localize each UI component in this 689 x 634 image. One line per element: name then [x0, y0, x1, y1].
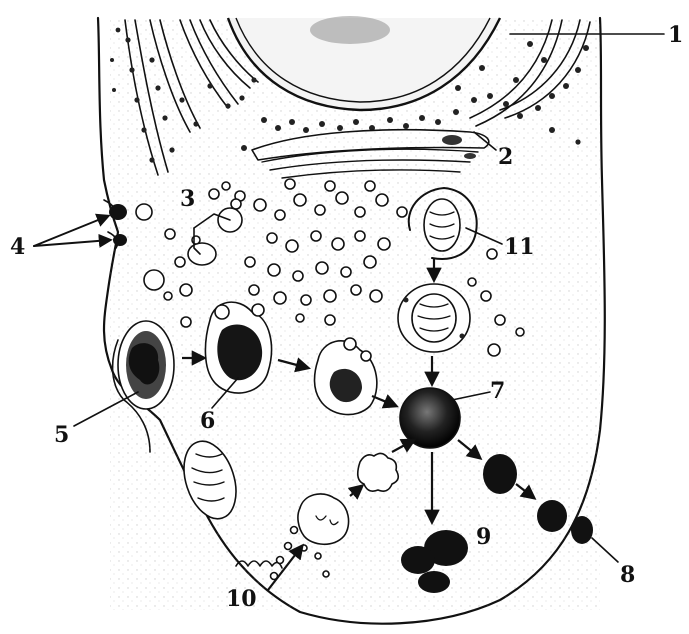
vesicle	[516, 328, 524, 336]
vesicle	[267, 233, 277, 243]
vesicle	[325, 181, 335, 191]
vesicle	[341, 267, 351, 277]
vesicle	[316, 262, 328, 274]
vesicle	[336, 192, 348, 204]
label-11: 11	[504, 234, 535, 260]
label-1: 1	[668, 22, 683, 48]
vesicle	[286, 240, 298, 252]
vesicle	[301, 295, 311, 305]
vesicle	[311, 231, 321, 241]
label-5: 5	[54, 422, 69, 448]
vesicle	[249, 285, 259, 295]
label-2: 2	[498, 144, 513, 170]
vesicle	[488, 344, 500, 356]
vesicle	[181, 317, 191, 327]
label-3: 3	[180, 186, 195, 212]
vesicle	[325, 315, 335, 325]
vesicle	[365, 181, 375, 191]
vesicle	[332, 238, 344, 250]
vesicle	[481, 291, 491, 301]
vesicle	[355, 231, 365, 241]
vesicle	[378, 238, 390, 250]
vesicle	[487, 249, 497, 259]
label-9: 9	[476, 524, 491, 550]
vesicle	[165, 229, 175, 239]
vesicle	[245, 257, 255, 267]
vesicle	[293, 271, 303, 281]
secondary-lysosome	[400, 388, 460, 448]
phagolysosome	[205, 302, 271, 393]
autophagic-vacuole	[398, 284, 470, 352]
vesicle	[351, 285, 361, 295]
vesicle	[285, 179, 295, 189]
vesicle	[275, 210, 285, 220]
vesicle	[376, 194, 388, 206]
vesicle	[268, 264, 280, 276]
label-6: 6	[200, 408, 215, 434]
vesicle	[468, 278, 476, 286]
vesicle	[397, 207, 407, 217]
vesicle	[180, 284, 192, 296]
vesicle	[222, 182, 230, 190]
vesicle	[370, 290, 382, 302]
vesicle	[209, 189, 219, 199]
vesicle	[324, 290, 336, 302]
vesicle	[355, 207, 365, 217]
vesicle	[315, 205, 325, 215]
vesicle	[175, 257, 185, 267]
label-7: 7	[490, 378, 505, 404]
vesicle	[164, 292, 172, 300]
vesicle	[296, 314, 304, 322]
vesicle	[495, 315, 505, 325]
vesicle	[254, 199, 266, 211]
phagosome	[118, 321, 174, 409]
label-4: 4	[10, 234, 25, 260]
vesicle	[364, 256, 376, 268]
vesicle	[294, 194, 306, 206]
vesicle	[274, 292, 286, 304]
label-10: 10	[226, 586, 257, 612]
label-8: 8	[620, 562, 635, 588]
